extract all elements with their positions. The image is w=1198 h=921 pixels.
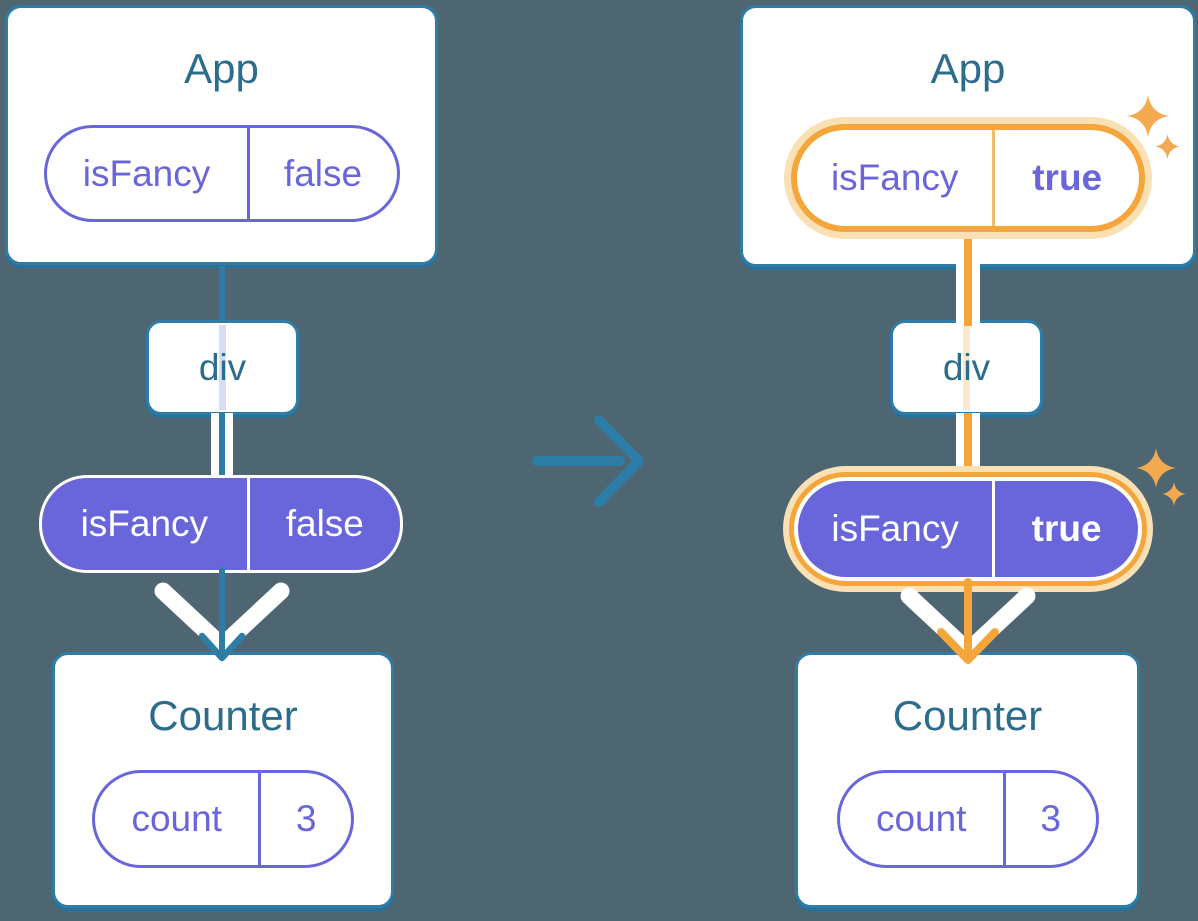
prop-value: false <box>283 152 363 194</box>
provider-line-left <box>956 260 964 326</box>
context-line-faded <box>219 325 226 410</box>
context-value: true <box>1031 508 1102 549</box>
counter-title: Counter <box>892 692 1043 739</box>
state-name: count <box>95 773 262 866</box>
provider-line-right <box>972 413 980 470</box>
prop-value: true <box>1032 157 1103 199</box>
edge-app-div-before <box>219 266 225 322</box>
transition-arrow-icon <box>532 415 644 507</box>
context-arrow-after <box>937 578 999 664</box>
provider-line-right <box>972 260 980 326</box>
div-node-after: div <box>890 320 1043 415</box>
prop-pill-isfancy-after-highlight: isFancy true <box>784 117 1152 240</box>
prop-pill-isfancy-before: isFancy false <box>43 125 400 223</box>
provider-line-left <box>956 413 964 470</box>
context-arrow-before <box>198 567 246 662</box>
state-pill-count-after: count 3 <box>836 770 1099 869</box>
context-line-faded <box>963 325 970 410</box>
provider-line-right <box>225 413 233 478</box>
context-pill-after-highlight: isFancy true <box>783 466 1153 592</box>
app-card-before: App isFancy false <box>5 5 438 265</box>
context-value: false <box>285 503 364 544</box>
app-title: App <box>930 45 1006 92</box>
div-node-before: div <box>146 320 299 415</box>
render-arrow-white-before <box>154 582 290 655</box>
state-pill-count-before: count 3 <box>92 770 354 869</box>
provider-line-left <box>211 413 219 478</box>
state-value: 3 <box>1040 798 1061 840</box>
context-pill-after: isFancy true <box>798 481 1138 577</box>
context-line-orange <box>964 232 972 326</box>
prop-name: isFancy <box>47 128 250 220</box>
context-pill-before: isFancy false <box>39 475 403 573</box>
context-name: isFancy <box>798 481 996 577</box>
context-name: isFancy <box>42 478 250 570</box>
counter-card-before: Counter count 3 <box>52 652 394 908</box>
div-label: div <box>942 346 991 388</box>
app-card-after: App isFancy true <box>740 5 1196 267</box>
prop-name: isFancy <box>797 130 996 227</box>
app-title: App <box>184 45 259 92</box>
state-name: count <box>840 773 1006 866</box>
state-value: 3 <box>295 798 317 840</box>
context-line-orange <box>964 413 972 473</box>
render-arrow-white-after <box>900 587 1036 660</box>
context-pill-ring: isFancy true <box>789 472 1147 586</box>
div-label: div <box>198 346 247 388</box>
context-line <box>219 413 225 479</box>
counter-title: Counter <box>148 692 298 739</box>
prop-pill-isfancy-after: isFancy true <box>791 124 1145 233</box>
counter-card-after: Counter count 3 <box>795 652 1140 908</box>
